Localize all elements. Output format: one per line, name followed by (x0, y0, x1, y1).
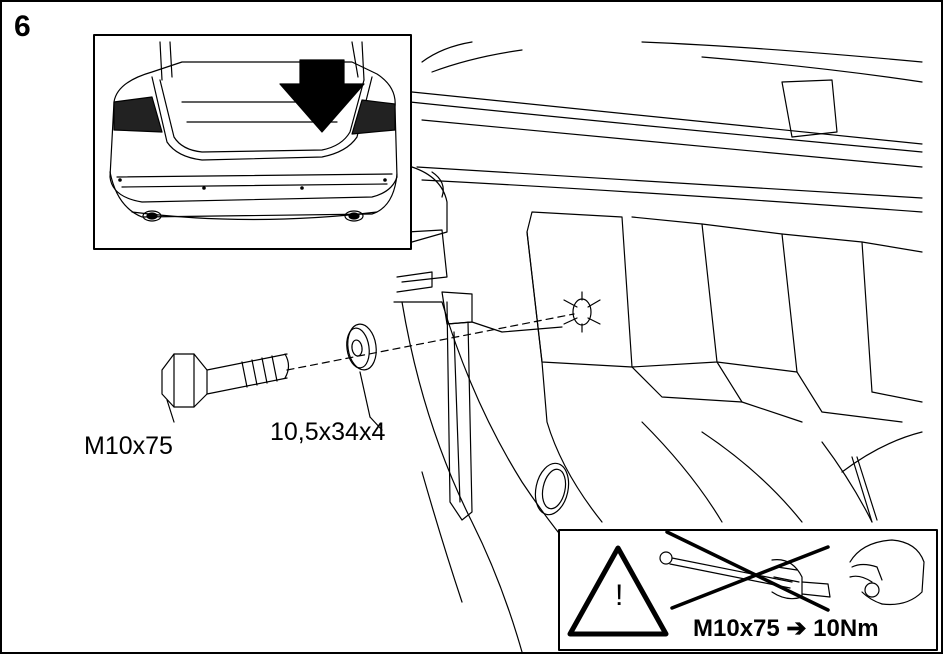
warning-triangle-icon (567, 545, 669, 637)
towbar-bracket (393, 166, 563, 521)
bolt (161, 353, 290, 423)
torque-notice-box (558, 529, 938, 651)
crossed-out-wrench-icon (659, 530, 831, 612)
car-rear-inset (93, 34, 412, 250)
hand-tighten-icon (849, 539, 925, 606)
washer-callout-label: 10,5x34x4 (270, 418, 386, 446)
mounting-hole (563, 291, 601, 333)
warning-exclamation: ! (615, 579, 624, 612)
washer-leader-line (369, 416, 383, 431)
washer (346, 323, 377, 418)
bolt-callout-label: M10x75 (84, 432, 173, 460)
down-arrow-icon (279, 59, 365, 133)
torque-spec-label: M10x75 ➔ 10Nm (693, 615, 879, 642)
assembly-axis-line (286, 313, 575, 371)
step-number: 6 (14, 10, 31, 43)
